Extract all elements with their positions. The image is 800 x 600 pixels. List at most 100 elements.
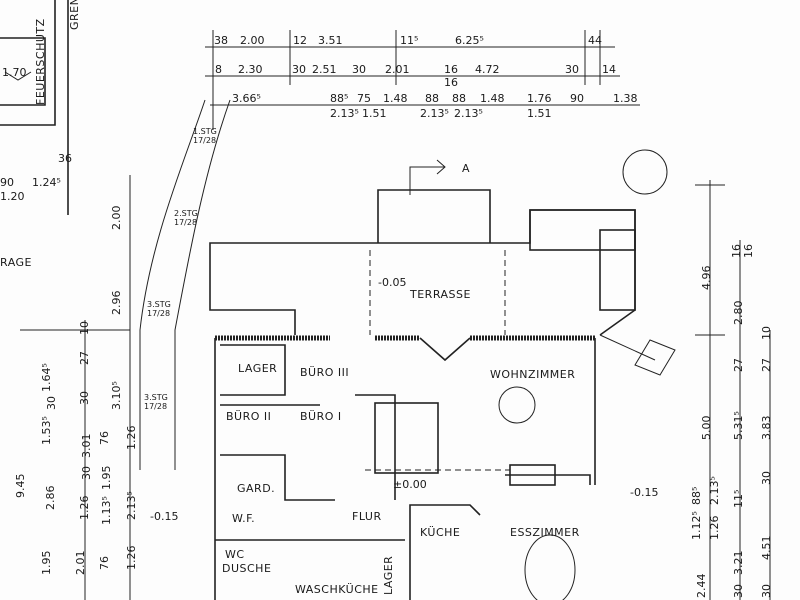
- room-label-buero2: BÜRO II: [226, 410, 271, 423]
- stair-steps-label: 17/28: [144, 402, 167, 411]
- room-label-wc: WC: [225, 548, 245, 561]
- dimension-top: 1.51: [362, 107, 387, 120]
- dimension-right: 10: [760, 326, 773, 340]
- dimension-left: 2.86: [44, 486, 57, 511]
- dimension-top: 30: [565, 63, 579, 76]
- room-label-kueche: KÜCHE: [420, 526, 460, 539]
- dimension-top: 38: [214, 34, 228, 47]
- dimension-left: 76: [98, 431, 111, 445]
- dimension-left: 3.01: [80, 434, 93, 459]
- dimension-right: 1.26: [708, 516, 721, 541]
- dimension-top: 90: [570, 92, 584, 105]
- dimension-left: 1.26: [125, 426, 138, 451]
- dimension-left: 3.10⁵: [110, 381, 123, 410]
- room-label-garage: RAGE: [0, 256, 32, 269]
- dimension-left: 1.26: [125, 546, 138, 571]
- dimension-top: 30: [292, 63, 306, 76]
- dimension-left: 1.95: [40, 551, 53, 576]
- dimension-top: 75: [357, 92, 371, 105]
- dimension-top: 16: [444, 63, 458, 76]
- dimension-right: 27: [732, 358, 745, 372]
- dimension-left: 1.95: [100, 466, 113, 491]
- dimension-left: 30: [80, 466, 93, 480]
- dimension-left: 1.24⁵: [32, 176, 61, 189]
- stair-steps-label: 3.STG: [144, 393, 168, 402]
- dimension-right: 4.51: [760, 536, 773, 561]
- dimension-right: 30: [732, 584, 745, 598]
- dimension-right: 16: [730, 244, 743, 258]
- stair-steps-label: 2.STG: [174, 209, 198, 218]
- dimension-top: 11⁵: [400, 34, 418, 47]
- dimension-left: 2.13⁵: [125, 491, 138, 520]
- dimension-right: 11⁵: [732, 490, 745, 508]
- dimension-top: 88: [452, 92, 466, 105]
- curved-path: [139, 99, 231, 470]
- level-mark: -0.05: [378, 276, 406, 289]
- dimension-top: 2.01: [385, 63, 410, 76]
- room-label-buero3: BÜRO III: [300, 366, 349, 379]
- dimension-left: 2.01: [74, 551, 87, 576]
- dimension-left: 1.20: [0, 190, 25, 203]
- dimension-top: 4.72: [475, 63, 500, 76]
- dimension-left: 30: [78, 391, 91, 405]
- dimension-top: 3.66⁵: [232, 92, 261, 105]
- building-walls: [209, 149, 676, 600]
- dimension-top: 12: [293, 34, 307, 47]
- level-mark: -0.15: [630, 486, 658, 499]
- room-label-grenze: GRENZ: [68, 0, 81, 30]
- dimension-top: 3.51: [318, 34, 343, 47]
- dimension-top: 8: [215, 63, 222, 76]
- dimension-top: 2.00: [240, 34, 265, 47]
- dimension-right: 30: [760, 471, 773, 485]
- dimension-right: 5.31⁵: [732, 411, 745, 440]
- dimension-top: 2.13⁵: [330, 107, 359, 120]
- dimension-right: 88⁵: [690, 487, 703, 505]
- dimension-left: 1.64⁵: [40, 363, 53, 392]
- dimension-right: 2.80: [732, 301, 745, 326]
- dimension-right: 27: [760, 358, 773, 372]
- stair-steps-label: 1.STG: [193, 127, 217, 136]
- stair-steps-label: 17/28: [193, 136, 216, 145]
- room-label-feuerschutz: FEUERSCHUTZ: [34, 18, 47, 105]
- dimension-top: 30: [352, 63, 366, 76]
- dimension-left: 36: [58, 152, 72, 165]
- stair-steps-label: 17/28: [147, 309, 170, 318]
- room-label-terrasse: TERRASSE: [409, 288, 471, 301]
- dimension-left: 1.13⁵: [100, 496, 113, 525]
- dimension-left: 1.53⁵: [40, 416, 53, 445]
- dimension-right: 2.44: [695, 574, 708, 599]
- room-label-flur: FLUR: [352, 510, 382, 523]
- room-label-wohnzimmer: WOHNZIMMER: [490, 368, 575, 381]
- dimension-right: 1.12⁵: [690, 511, 703, 540]
- dimension-top: 2.51: [312, 63, 337, 76]
- room-label-esszimmer: ESSZIMMER: [510, 526, 580, 539]
- dimension-top: 1.51: [527, 107, 552, 120]
- dimension-left: 30: [45, 396, 58, 410]
- dimension-top: 1.48: [383, 92, 408, 105]
- dimension-right: 4.96: [700, 266, 713, 291]
- dimension-right: 3.83: [760, 416, 773, 441]
- dimension-top: 14: [602, 63, 616, 76]
- dimension-left: 1.26: [78, 496, 91, 521]
- dimension-right: 2.13⁵: [708, 476, 721, 505]
- dimension-top: 2.30: [238, 63, 263, 76]
- dimension-top: 6.25⁵: [455, 34, 484, 47]
- level-mark: -0.15: [150, 510, 178, 523]
- dimension-left: 9.45: [14, 474, 27, 499]
- labels: A TERRASSE LAGER BÜRO III BÜRO II BÜRO I WOHNZ…: [0, 0, 773, 598]
- room-label-lager2: LAGER: [382, 556, 395, 595]
- dimension-right: 30: [760, 584, 773, 598]
- dimension-left: 90: [0, 176, 14, 189]
- dimension-lines: [20, 30, 771, 600]
- dimension-left: 10: [78, 321, 91, 335]
- room-label-buero1: BÜRO I: [300, 410, 342, 423]
- room-label-lager: LAGER: [238, 362, 277, 375]
- level-mark: ±0.00: [393, 478, 427, 491]
- dimension-left: 27: [78, 351, 91, 365]
- dimension-right: 16: [742, 244, 755, 258]
- room-label-gard: GARD.: [237, 482, 275, 495]
- section-marker-label: A: [462, 162, 470, 175]
- dimension-top: 88⁵: [330, 92, 348, 105]
